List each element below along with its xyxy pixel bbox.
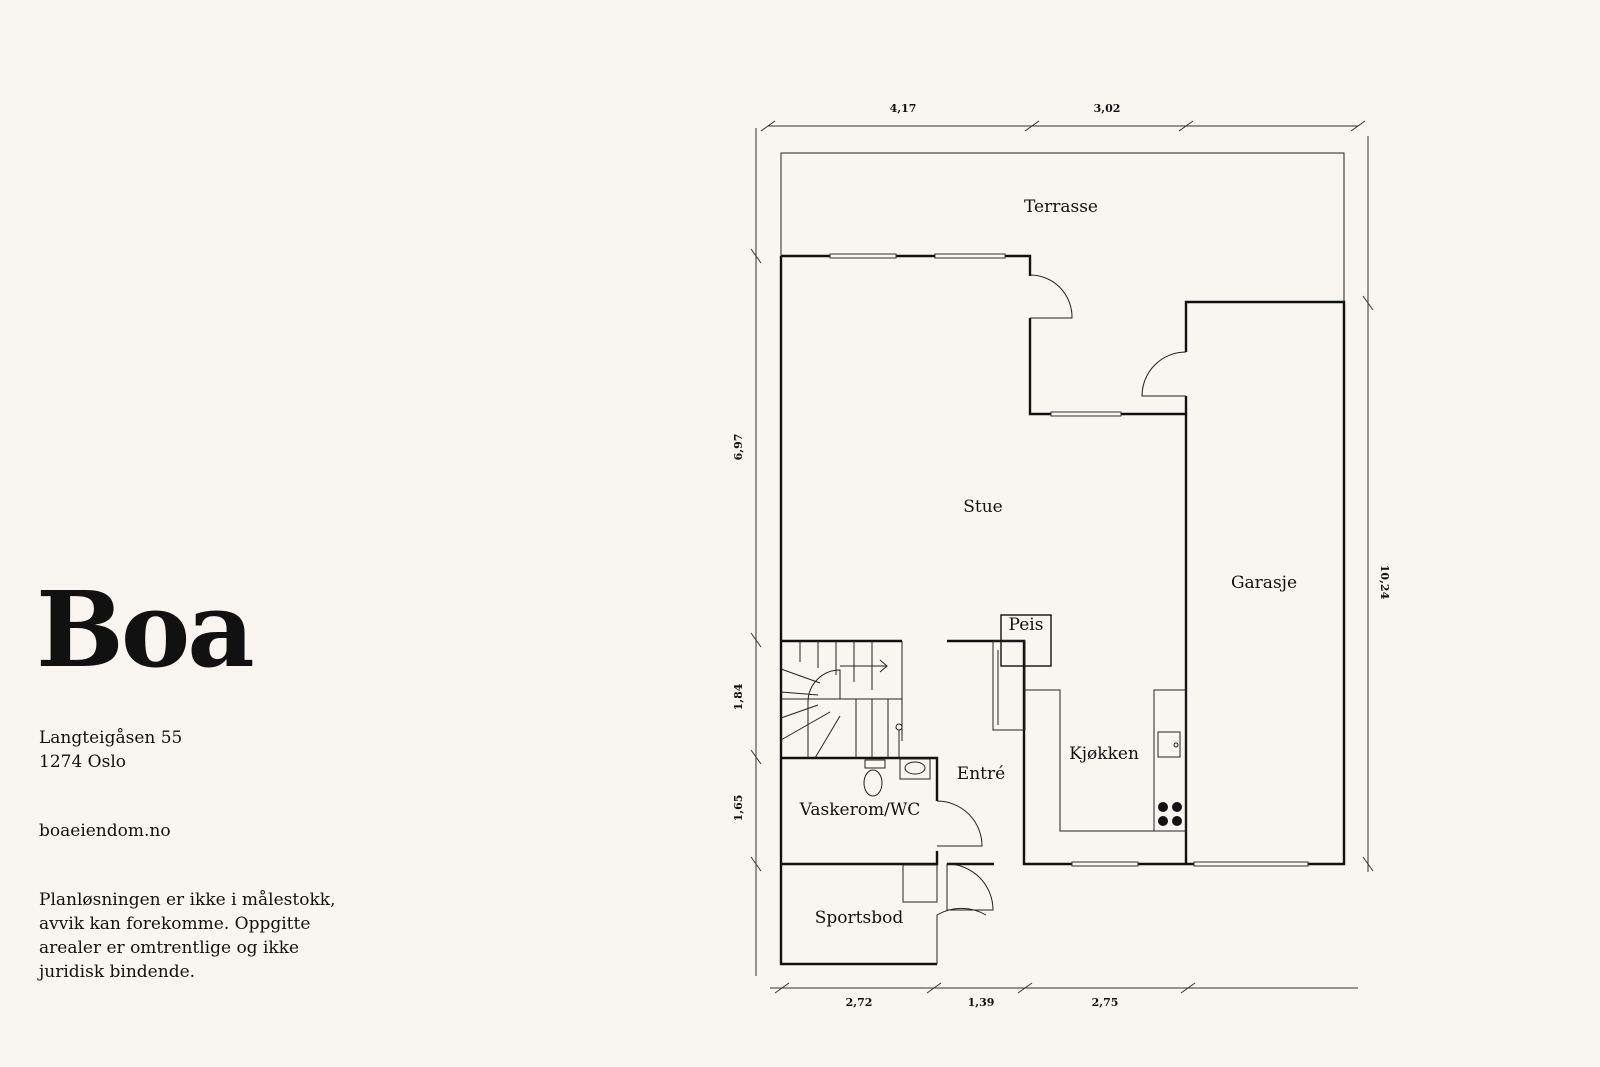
walls bbox=[779, 254, 1346, 966]
dim-left-upper: 6,97 bbox=[732, 434, 745, 461]
room-label-garasje: Garasje bbox=[1231, 573, 1297, 593]
dim-left-middle: 1,84 bbox=[732, 683, 745, 710]
kitchen-counter bbox=[1024, 689, 1187, 832]
address-street: Langteigåsen 55 bbox=[39, 728, 183, 748]
dim-bottom-middle: 1,39 bbox=[968, 996, 995, 1009]
wc-fixtures bbox=[863, 758, 931, 797]
logo: Boa bbox=[36, 568, 255, 691]
staircase bbox=[780, 641, 903, 759]
dimension-lines bbox=[750, 120, 1374, 994]
dim-bottom-right: 2,75 bbox=[1092, 996, 1119, 1009]
room-label-entre: Entré bbox=[957, 764, 1005, 784]
room-label-vaskerom: Vaskerom/WC bbox=[799, 800, 921, 820]
dim-left-lower: 1,65 bbox=[732, 795, 745, 822]
website-link[interactable]: boaeiendom.no bbox=[39, 821, 171, 841]
fireplace bbox=[992, 614, 1052, 731]
brand: Boa bbox=[36, 568, 255, 691]
disclaimer: Planløsningen er ikke i målestokk, avvik… bbox=[39, 890, 336, 982]
storage-shelf bbox=[902, 864, 938, 903]
terrace-outline bbox=[780, 152, 1345, 301]
dim-top-right: 3,02 bbox=[1094, 102, 1121, 115]
dim-bottom-left: 2,72 bbox=[846, 996, 873, 1009]
doors bbox=[936, 274, 1187, 964]
stove-icon bbox=[1158, 802, 1182, 826]
windows bbox=[829, 253, 1309, 867]
dim-top-left: 4,17 bbox=[890, 102, 917, 115]
room-label-kjokken: Kjøkken bbox=[1069, 744, 1139, 764]
room-label-terrasse: Terrasse bbox=[1024, 197, 1098, 217]
room-label-stue: Stue bbox=[963, 497, 1003, 517]
room-label-peis: Peis bbox=[1009, 615, 1044, 635]
address-city: 1274 Oslo bbox=[39, 752, 127, 772]
address: Langteigåsen 55 1274 Oslo bbox=[39, 726, 182, 774]
room-label-sportsbod: Sportsbod bbox=[815, 908, 904, 928]
dim-right: 10,24 bbox=[1378, 565, 1391, 600]
